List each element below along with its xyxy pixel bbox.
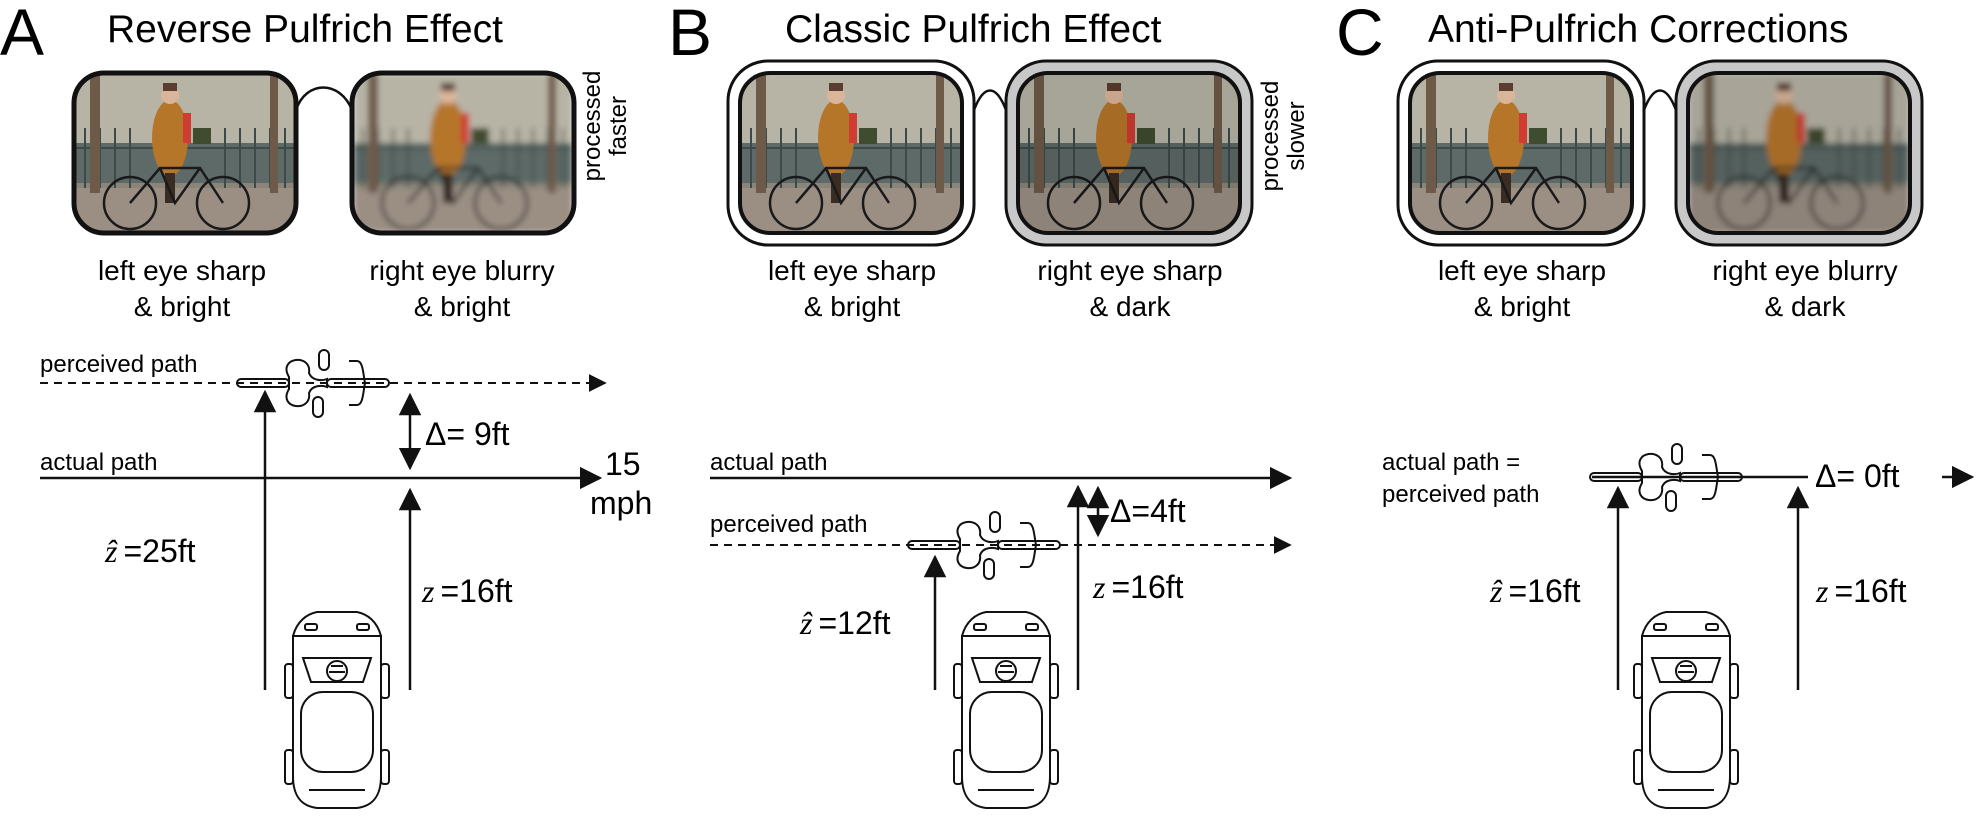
delta-label-b: Δ=4ft xyxy=(1110,493,1186,529)
right-eye-caption-c-2: & dark xyxy=(1765,291,1847,322)
panel-letter-a: A xyxy=(0,0,44,69)
delta-label-a: Δ= 9ft xyxy=(425,416,510,452)
path-label-c-1: actual path = xyxy=(1382,449,1520,476)
speed-a-1: 15 xyxy=(605,446,641,482)
speed-a-2: mph xyxy=(590,485,652,521)
panel-letter-b: B xyxy=(668,0,712,69)
panel-title-b: Classic Pulfrich Effect xyxy=(785,8,1162,51)
side-note-b-2: slower xyxy=(1283,101,1310,170)
right-eye-caption-a: right eye blurry xyxy=(369,255,554,286)
left-eye-caption-c-2: & bright xyxy=(1474,291,1571,322)
panel-letter-c: C xyxy=(1336,0,1384,69)
actual-path-label-a: actual path xyxy=(40,449,157,476)
panel-title-a: Reverse Pulfrich Effect xyxy=(107,8,503,51)
panel-c: C Anti-Pulfrich Corrections left eye sha… xyxy=(1336,0,1975,809)
path-label-c-2: perceived path xyxy=(1382,481,1539,508)
left-eye-caption-b: left eye sharp xyxy=(768,255,936,286)
left-eye-caption-b-2: & bright xyxy=(804,291,901,322)
side-note-b-1: processed xyxy=(1257,81,1284,192)
car-b xyxy=(953,611,1059,809)
actual-path-label-b: actual path xyxy=(710,449,827,476)
car-c xyxy=(1633,611,1739,809)
glasses-b xyxy=(726,59,1254,247)
left-eye-caption-a-2: & bright xyxy=(134,291,231,322)
right-eye-caption-b-2: & dark xyxy=(1090,291,1172,322)
perceived-path-label-a: perceived path xyxy=(40,351,197,378)
right-eye-caption-c: right eye blurry xyxy=(1712,255,1897,286)
car-a xyxy=(284,611,390,809)
right-eye-caption-a-2: & bright xyxy=(414,291,511,322)
right-eye-caption-b: right eye sharp xyxy=(1037,255,1222,286)
zhat-label-a: ẑ=25ft xyxy=(104,533,196,569)
left-eye-caption-a: left eye sharp xyxy=(98,255,266,286)
panel-title-c: Anti-Pulfrich Corrections xyxy=(1428,8,1848,51)
panel-b: B Classic Pulfrich Effect processed slow… xyxy=(668,0,1310,809)
side-note-a-1: processed xyxy=(579,71,606,182)
perceived-path-label-b: perceived path xyxy=(710,511,867,538)
side-note-a-2: faster xyxy=(605,96,632,156)
glasses-a xyxy=(71,70,577,236)
delta-label-c: Δ= 0ft xyxy=(1815,458,1900,494)
z-label-b: z=16ft xyxy=(1092,569,1184,605)
panel-a: A Reverse Pulfrich Effect processed fast… xyxy=(0,0,652,809)
z-label-c: z=16ft xyxy=(1815,573,1907,609)
glasses-c xyxy=(1396,59,1924,247)
zhat-label-b: ẑ=12ft xyxy=(799,605,891,641)
z-label-a: z=16ft xyxy=(421,573,513,609)
left-eye-caption-c: left eye sharp xyxy=(1438,255,1606,286)
zhat-label-c: ẑ=16ft xyxy=(1489,573,1581,609)
